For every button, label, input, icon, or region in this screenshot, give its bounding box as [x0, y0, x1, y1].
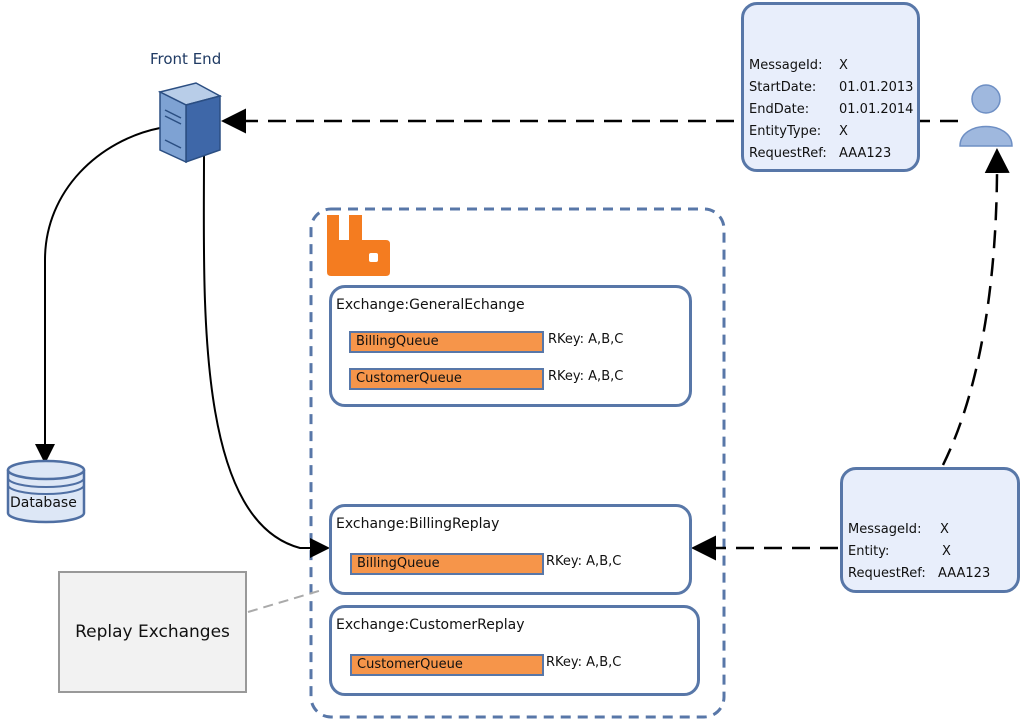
- field-key: StartDate:: [749, 80, 817, 95]
- message-field: Entity: X: [848, 544, 951, 559]
- queue-bar: BillingQueue: [349, 331, 544, 353]
- exchange-billing-replay: Exchange:BillingReplay BillingQueue RKey…: [329, 504, 692, 595]
- queue-bar: BillingQueue: [350, 553, 544, 575]
- message-field: MessageId: X: [848, 522, 949, 537]
- message-field: RequestRef: AAA123: [749, 146, 891, 161]
- field-key: MessageId:: [749, 58, 823, 73]
- routing-key: RKey: A,B,C: [548, 332, 624, 347]
- user-icon: [959, 84, 1013, 147]
- replay-exchanges-note: Replay Exchanges: [58, 571, 247, 693]
- server-to-billing-replay-arrow: [202, 154, 330, 558]
- field-value: 01.01.2014: [839, 102, 914, 117]
- exchange-customer-replay: Exchange:CustomerReplay CustomerQueue RK…: [329, 605, 700, 696]
- request-message-card: MessageId: X StartDate: 01.01.2013 EndDa…: [741, 2, 920, 172]
- server-icon: [157, 82, 223, 164]
- exchange-title: Exchange:CustomerReplay: [336, 617, 525, 633]
- field-value: 01.01.2013: [839, 80, 914, 95]
- field-value: X: [940, 522, 949, 537]
- field-key: MessageId:: [848, 522, 922, 537]
- field-value: X: [839, 58, 848, 73]
- message-field: RequestRef: AAA123: [848, 566, 990, 581]
- field-value: X: [839, 124, 848, 139]
- field-key: Entity:: [848, 544, 890, 559]
- routing-key: RKey: A,B,C: [546, 655, 622, 670]
- message-field: EndDate: 01.01.2014: [749, 102, 913, 117]
- field-key: EntityType:: [749, 124, 822, 139]
- field-key: RequestRef:: [749, 146, 827, 161]
- front-end-label: Front End: [150, 50, 222, 68]
- message-field: MessageId: X: [749, 58, 848, 73]
- exchange-general: Exchange:GeneralEchange BillingQueue RKe…: [329, 285, 692, 407]
- queue-bar: CustomerQueue: [349, 368, 544, 390]
- database-label: Database: [10, 495, 77, 511]
- replay-exchanges-connector: [247, 589, 323, 613]
- server-to-database-arrow: [35, 127, 161, 464]
- exchange-title: Exchange:BillingReplay: [336, 516, 500, 532]
- message-field: EntityType: X: [749, 124, 848, 139]
- routing-key: RKey: A,B,C: [546, 554, 622, 569]
- replay-message-card: MessageId: X Entity: X RequestRef: AAA12…: [840, 467, 1020, 593]
- replay-to-user-arrow: [941, 148, 1010, 466]
- message-field: StartDate: 01.01.2013: [749, 80, 913, 95]
- replay-exchanges-label: Replay Exchanges: [75, 622, 230, 642]
- field-key: EndDate:: [749, 102, 810, 117]
- field-value: AAA123: [839, 146, 892, 161]
- rabbitmq-logo-icon: [327, 215, 390, 276]
- exchange-title: Exchange:GeneralEchange: [336, 297, 525, 313]
- database-icon: [6, 459, 86, 524]
- rabbitmq-container: [309, 207, 726, 719]
- routing-key: RKey: A,B,C: [548, 369, 624, 384]
- field-value: X: [942, 544, 951, 559]
- field-key: RequestRef:: [848, 566, 926, 581]
- queue-bar: CustomerQueue: [350, 654, 544, 676]
- field-value: AAA123: [938, 566, 991, 581]
